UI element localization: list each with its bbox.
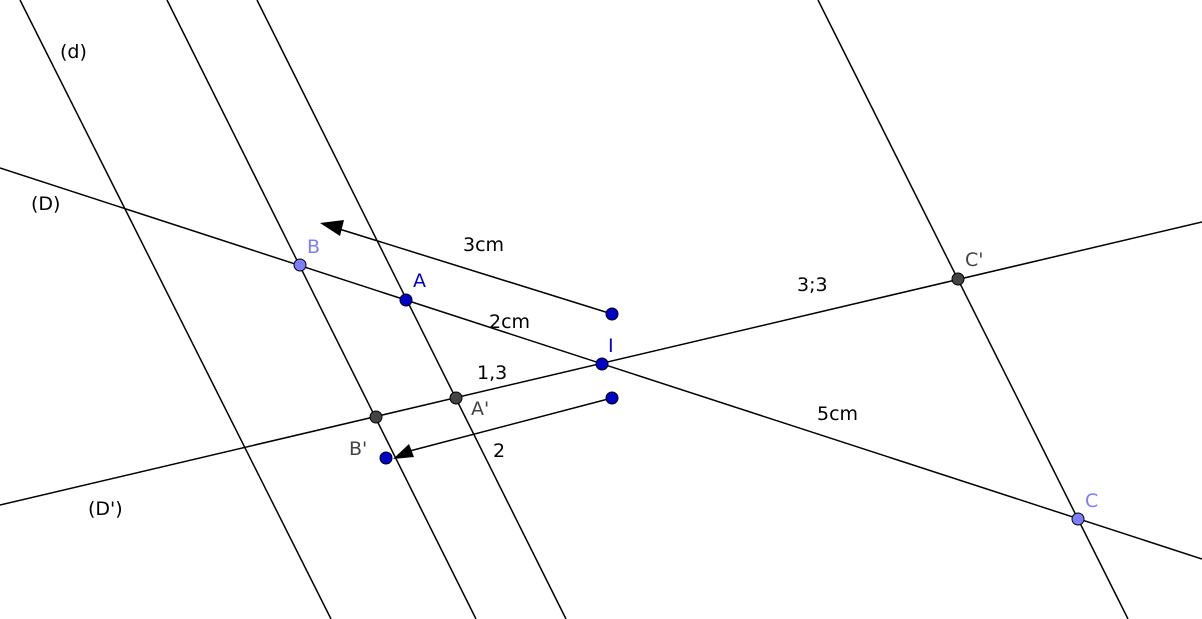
arrowhead-2 [393,444,414,459]
label-B-prime: B' [349,438,367,460]
point-I[interactable] [595,357,609,371]
label-C-prime: C' [965,249,984,271]
label-D: (D) [31,193,60,215]
label-I: I [608,335,614,357]
point-C[interactable] [1071,512,1085,526]
vector-3cm[interactable] [335,227,613,315]
label-B: B [307,236,320,258]
vector-2-end[interactable] [379,451,393,465]
point-A-prime[interactable] [449,391,463,405]
line-d[interactable] [19,0,332,619]
line-through-B[interactable] [166,0,477,619]
point-C-prime[interactable] [951,272,965,286]
length-2cm: 2cm [489,311,530,333]
label-C: C [1085,490,1098,512]
length-2: 2 [493,440,505,462]
length-1-3: 1,3 [477,362,507,384]
point-A[interactable] [399,293,413,307]
vector-2[interactable] [401,397,613,454]
label-A: A [413,270,426,292]
point-B-prime[interactable] [369,410,383,424]
arrowhead-3cm [320,220,344,236]
vector-2-start[interactable] [605,391,619,405]
line-through-C[interactable] [817,0,1129,619]
length-3-3: 3;3 [797,274,828,296]
length-5cm: 5cm [817,403,858,425]
length-3cm: 3cm [463,234,504,256]
vector-3cm-start[interactable] [605,307,619,321]
label-A-prime: A' [471,398,489,420]
label-D-prime: (D') [88,498,123,520]
point-B[interactable] [293,258,307,272]
label-d: (d) [60,41,87,63]
line-through-A[interactable] [256,0,567,619]
